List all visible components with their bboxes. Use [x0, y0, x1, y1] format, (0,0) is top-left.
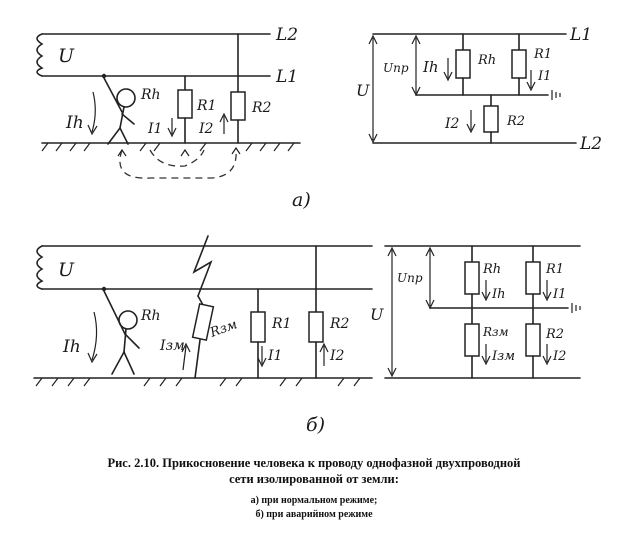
r1-resistor: [177, 89, 193, 119]
scheme-b-ih-label: Ih: [491, 287, 506, 302]
human-current-arrow: [91, 91, 96, 133]
fig-b-label: б): [306, 414, 325, 436]
scheme-b-rzm-label: Rзм: [482, 325, 509, 339]
fault-current-label: Iзм: [159, 338, 185, 354]
caption-line-1: Рис. 2.10. Прикосновение человека к пров…: [107, 456, 521, 470]
i2-label: I2: [198, 121, 214, 137]
scheme-a-r2-label: R2: [506, 114, 525, 129]
figure-caption: Рис. 2.10. Прикосновение человека к пров…: [0, 455, 628, 487]
fig-a-scheme: L1 L2 U Uпр Rh Ih R1 I1 R2: [356, 25, 602, 154]
r1-resistor-b: [250, 311, 266, 343]
source-coil: [36, 33, 44, 77]
scheme-a-rh: [455, 49, 471, 79]
scheme-b-touch-voltage-label: Uпр: [397, 271, 423, 285]
source-coil-b: [36, 245, 44, 290]
scheme-a-r1-label: R1: [533, 47, 552, 62]
fault-resistor: [191, 303, 215, 341]
scheme-b-r1: [525, 261, 541, 295]
fig-b-network: U Rh Ih Iзм Rзм R1 I1: [33, 235, 373, 436]
scheme-a-rh-label: Rh: [477, 53, 496, 68]
earth-current-path: [119, 149, 237, 179]
scheme-a-i1-label: I1: [537, 69, 551, 84]
human-figure-b: [103, 290, 140, 375]
human-current-arrow-b: [91, 311, 98, 361]
caption-line-2: сети изолированной от земли:: [229, 472, 399, 486]
human-current-label: Ih: [65, 113, 84, 133]
scheme-b-voltage-label: U: [370, 305, 384, 324]
scheme-a-l2-label: L2: [579, 134, 602, 154]
fig-a-network: U L2 L1 Rh Ih R1 I1 R2 I2: [36, 25, 311, 211]
human-current-label-b: Ih: [62, 337, 81, 357]
r2-label-b: R2: [329, 316, 350, 332]
wire-l2-label: L2: [275, 25, 298, 45]
scheme-b-r2: [525, 323, 541, 357]
scheme-a-ih-label: Ih: [422, 58, 439, 76]
caption-item-a: а) при нормальном режиме;: [250, 495, 378, 506]
ground-hatch: [41, 142, 295, 152]
scheme-b-r2-label: R2: [545, 327, 564, 342]
scheme-b-izm-label: Iзм: [491, 349, 515, 364]
source-label-b: U: [58, 259, 75, 281]
r2-resistor: [230, 91, 246, 121]
scheme-b-i1-label: I1: [552, 287, 566, 302]
i1-label-b: I1: [267, 348, 282, 364]
wire-l1-label: L1: [275, 67, 298, 87]
human-figure: [103, 77, 136, 145]
scheme-b-rh: [464, 261, 480, 295]
scheme-b-rh-label: Rh: [482, 262, 501, 277]
scheme-a-r1: [511, 49, 527, 79]
fault-resistance-label: Rзм: [207, 317, 239, 341]
scheme-a-r2: [483, 105, 499, 133]
fig-a-label: а): [292, 189, 311, 211]
r2-resistor-b: [308, 311, 324, 343]
human-resistance-label: Rh: [140, 87, 161, 103]
fault-lightning: [192, 235, 213, 297]
r1-label: R1: [196, 98, 216, 114]
scheme-b-rzm: [464, 323, 480, 357]
scheme-a-l1-label: L1: [569, 25, 592, 45]
r2-label: R2: [251, 100, 272, 116]
ground-hatch-b: [35, 377, 361, 387]
scheme-a-i2-label: I2: [444, 116, 460, 132]
scheme-b-r1-label: R1: [545, 262, 564, 277]
scheme-b-i2-label: I2: [552, 349, 566, 364]
fig-b-scheme: U Uпр Rh Ih R1 I1 Rзм Iзм: [370, 245, 581, 379]
figure-caption-items: а) при нормальном режиме; б) при аварийн…: [0, 494, 628, 522]
human-resistance-label-b: Rh: [140, 308, 161, 324]
scheme-a-touch-voltage-label: Uпр: [383, 61, 409, 75]
caption-item-b: б) при аварийном режиме: [255, 509, 373, 520]
i2-label-b: I2: [329, 348, 345, 364]
i1-label: I1: [147, 121, 162, 137]
r1-label-b: R1: [271, 316, 291, 332]
source-label: U: [58, 45, 75, 67]
scheme-a-voltage-label: U: [356, 81, 370, 100]
